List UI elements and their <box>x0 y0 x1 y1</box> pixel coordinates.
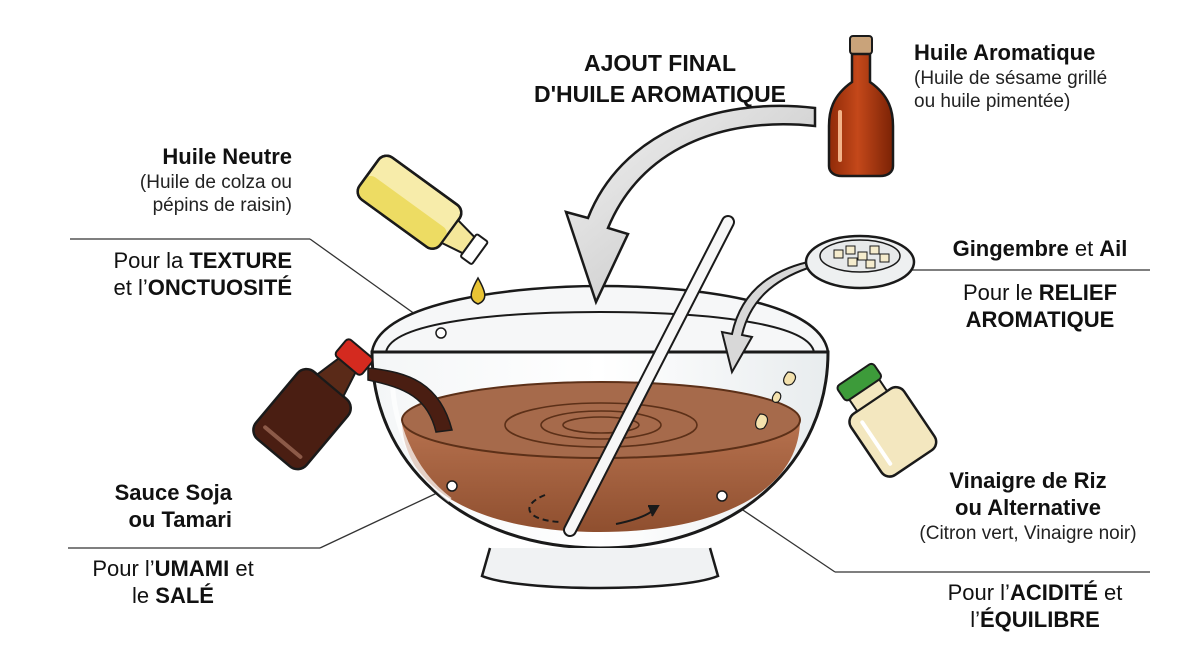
ginger-garlic-purpose-key: RELIEF <box>1038 280 1118 305</box>
ginger-garlic-purpose-key2: AROMATIQUE <box>965 306 1115 332</box>
neutral-oil-label: Huile Neutre (Huile de colza ou pépins d… <box>40 144 292 217</box>
soy-sauce-purpose-pre2: le <box>132 582 156 608</box>
rice-vinegar-purpose: Pour l’ACIDITÉ et l’ÉQUILIBRE <box>900 580 1170 634</box>
neutral-oil-detail-1: (Huile de colza ou <box>139 171 292 193</box>
rice-vinegar-title-1: Vinaigre de Riz <box>949 468 1107 493</box>
bowl-foot <box>480 547 720 590</box>
ginger-garlic-mid: et <box>1068 236 1100 261</box>
rice-vinegar-purpose-pre2: l’ <box>970 606 980 632</box>
aromatic-oil-detail-1: (Huile de sésame grillé <box>914 67 1108 89</box>
rice-vinegar-purpose-pre: Pour l’ <box>947 580 1010 605</box>
main-arrow <box>564 104 817 306</box>
center-heading-line1: AJOUT FINAL <box>583 50 737 76</box>
soy-sauce-title: Sauce Soja ou Tamari <box>40 480 232 534</box>
aromatic-oil-label: Huile Aromatique (Huile de sésame grillé… <box>914 40 1194 113</box>
soy-sauce-title-1: Sauce Soja <box>114 480 232 505</box>
soy-stream <box>367 367 453 433</box>
ginger-key: Gingembre <box>952 236 1069 261</box>
aromatic-oil-bottle <box>827 35 895 178</box>
aromatic-oil-detail-2: ou huile pimentée) <box>914 91 1071 112</box>
stir-arrows <box>528 494 660 525</box>
neutral-oil-purpose-pre: Pour la <box>113 248 190 273</box>
neutral-oil-purpose-key: TEXTURE <box>189 248 292 273</box>
soy-sauce-purpose: Pour l’UMAMI et le SALÉ <box>60 556 286 610</box>
ginger-garlic-purpose-pre: Pour le <box>962 280 1039 305</box>
rice-vinegar-purpose-key2: ÉQUILIBRE <box>979 606 1100 632</box>
neutral-oil-purpose-pre2: et l’ <box>113 274 148 300</box>
neutral-oil-detail-2: pépins de raisin) <box>152 195 292 216</box>
neutral-oil-bottle <box>356 154 489 265</box>
soy-sauce-purpose-post: et <box>229 556 254 581</box>
rice-vinegar-detail: (Citron vert, Vinaigre noir) <box>919 522 1137 544</box>
neutral-oil-purpose-key2: ONCTUOSITÉ <box>147 274 292 300</box>
soy-sauce-purpose-pre: Pour l’ <box>92 556 155 581</box>
soy-sauce-purpose-key2: SALÉ <box>155 582 214 608</box>
center-heading: AJOUT FINAL D'HUILE AROMATIQUE <box>520 48 800 110</box>
center-heading-line2: D'HUILE AROMATIQUE <box>533 81 787 108</box>
neutral-oil-purpose: Pour la TEXTURE et l’ONCTUOSITÉ <box>40 248 292 302</box>
ginger-garlic-title: Gingembre et Ail <box>920 236 1160 263</box>
rice-vinegar-label: Vinaigre de Riz ou Alternative (Citron v… <box>880 468 1176 545</box>
ginger-arrow <box>720 260 809 375</box>
chopstick <box>563 215 735 537</box>
rice-vinegar-purpose-post: et <box>1097 580 1123 605</box>
ginger-garlic-dish <box>804 234 916 290</box>
rice-vinegar-title-2: ou Alternative <box>955 494 1101 520</box>
rice-vinegar-bottle <box>836 362 938 478</box>
garlic-key: Ail <box>1099 236 1128 261</box>
rice-vinegar-purpose-key: ACIDITÉ <box>1009 580 1098 605</box>
oil-drop <box>470 276 486 305</box>
neutral-oil-title: Huile Neutre <box>162 144 292 169</box>
garlic-bits <box>755 371 797 430</box>
ginger-garlic-purpose: Pour le RELIEF AROMATIQUE <box>920 280 1160 334</box>
aromatic-oil-title: Huile Aromatique <box>914 40 1096 65</box>
swirl-lines <box>504 402 698 448</box>
soy-sauce-bottle <box>252 338 374 471</box>
target-dots <box>435 327 728 502</box>
soy-sauce-title-2: ou Tamari <box>128 506 232 532</box>
soy-sauce-purpose-key: UMAMI <box>154 556 230 581</box>
